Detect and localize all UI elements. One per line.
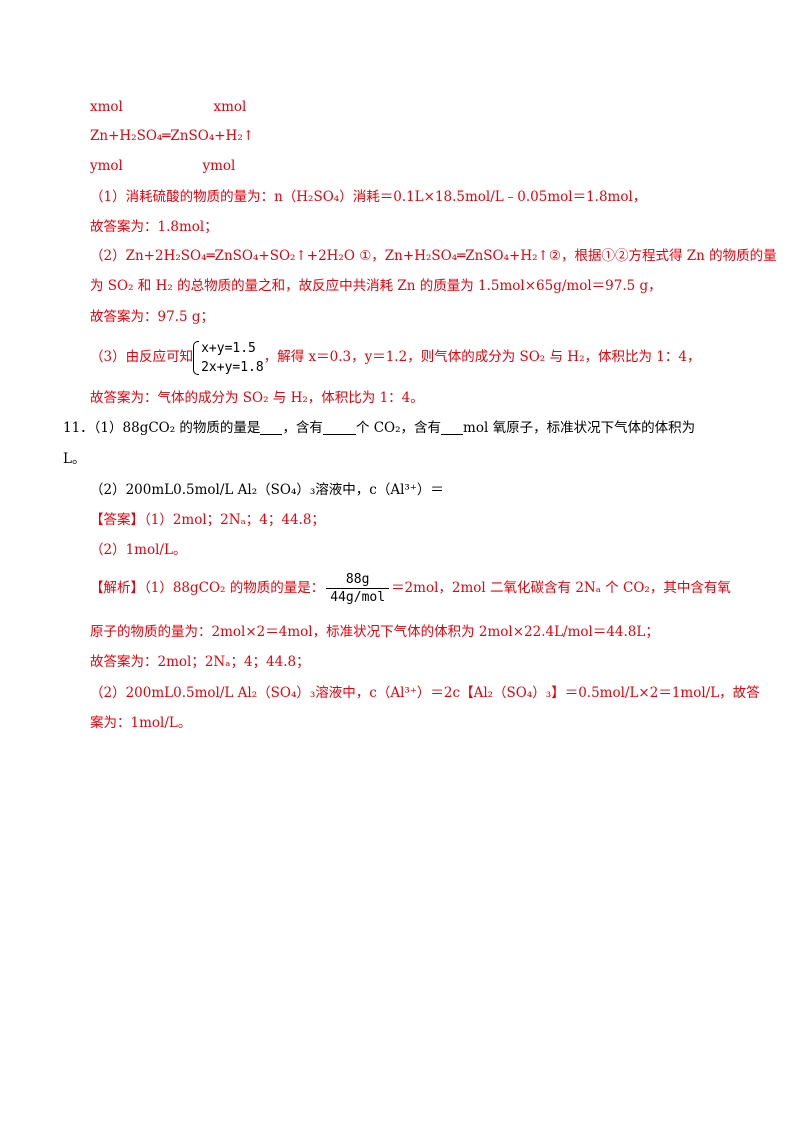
- fraction-numerator: 88g: [345, 572, 370, 587]
- q11-text-c: 个 CO₂，含有: [355, 420, 442, 436]
- analysis-part1-answer: 故答案为：2mol；2Nₐ；4；44.8；: [90, 654, 310, 670]
- xmol-label-left: xmol: [90, 99, 123, 115]
- part3-solution: （3）由反应可知 x+y=1.5 2x+y=1.8，解得 x＝0.3，y＝1.2，则…: [90, 337, 700, 377]
- q11-text-a: 11．（1）88gCO₂ 的物质的量是: [63, 420, 261, 436]
- part1-calculation: （1）消耗硫酸的物质的量为：n（H₂SO₄）消耗＝0.1L×18.5mol/L﹣…: [90, 189, 647, 205]
- analysis-label: 【解析】: [90, 580, 144, 596]
- part2-continuation: 为 SO₂ 和 H₂ 的总物质的量之和，故反应中共消耗 Zn 的质量为 1.5m…: [90, 278, 662, 294]
- q11-text-b: ，含有: [282, 420, 323, 436]
- ymol-label-right: ymol: [202, 158, 236, 174]
- question-11-part1: 11．（1）88gCO₂ 的物质的量是 ，含有 个 CO₂，含有 mol 氧原子，标准…: [63, 418, 695, 438]
- answer-block: 【答案】（1）2mol；2Nₐ；4；44.8；: [90, 510, 325, 530]
- part2-equations: （2）Zn+2H₂SO₄═ZnSO₄+SO₂↑+2H₂O ①，Zn+H₂SO₄═…: [90, 248, 777, 264]
- answer-part1: （1）2mol；2Nₐ；4；44.8；: [144, 512, 325, 528]
- answer-part2: （2）1mol/L。: [90, 542, 187, 558]
- equation-2: 2x+y=1.8: [201, 359, 264, 375]
- part3-prefix: （3）由反应可知: [90, 349, 194, 365]
- ymol-row: ymol ymol: [90, 156, 235, 176]
- blank-oxygen: [441, 421, 464, 435]
- analysis-part2-end: 案为：1mol/L。: [90, 715, 192, 731]
- xmol-label-right: xmol: [213, 99, 247, 115]
- part3-answer: 故答案为：气体的成分为 SO₂ 与 H₂，体积比为 1：4。: [90, 390, 424, 406]
- analysis-text-b: ＝2mol，2mol 二氧化碳含有 2Nₐ 个 CO₂，其中含有氧: [391, 580, 731, 596]
- zn-h2so4-equation: Zn+H₂SO₄═ZnSO₄+H₂↑: [90, 128, 255, 144]
- analysis-part1-cont: 原子的物质的量为：2mol×2＝4mol，标准状况下气体的体积为 2mol×22…: [90, 624, 659, 640]
- ymol-label-left: ymol: [90, 158, 123, 174]
- part2-answer: 故答案为：97.5 g；: [90, 309, 214, 325]
- question-11-part2: （2）200mL0.5mol/L Al₂（SO₄）₃溶液中，c（Al³⁺）＝: [90, 482, 444, 498]
- analysis-part2: （2）200mL0.5mol/L Al₂（SO₄）₃溶液中，c（Al³⁺）＝2c…: [90, 685, 760, 701]
- blank-moles: [260, 421, 283, 435]
- part1-answer: 故答案为：1.8mol；: [90, 219, 218, 235]
- analysis-text-a: （1）88gCO₂ 的物质的量是：: [144, 580, 325, 596]
- q11-text-d: mol 氧原子，标准状况下气体的体积为: [463, 420, 696, 436]
- blank-molecules: [322, 421, 356, 435]
- equation-system: x+y=1.5 2x+y=1.8: [193, 339, 264, 377]
- xmol-row: xmol xmol: [90, 97, 246, 117]
- part3-result: ，解得 x＝0.3，y＝1.2，则气体的成分为 SO₂ 与 H₂，体积比为 1：…: [263, 349, 701, 365]
- fraction-denominator: 44g/mol: [326, 588, 390, 606]
- answer-label: 【答案】: [90, 512, 144, 528]
- question-11-part1-end: L。: [63, 451, 86, 467]
- equation-1: x+y=1.5: [201, 340, 256, 356]
